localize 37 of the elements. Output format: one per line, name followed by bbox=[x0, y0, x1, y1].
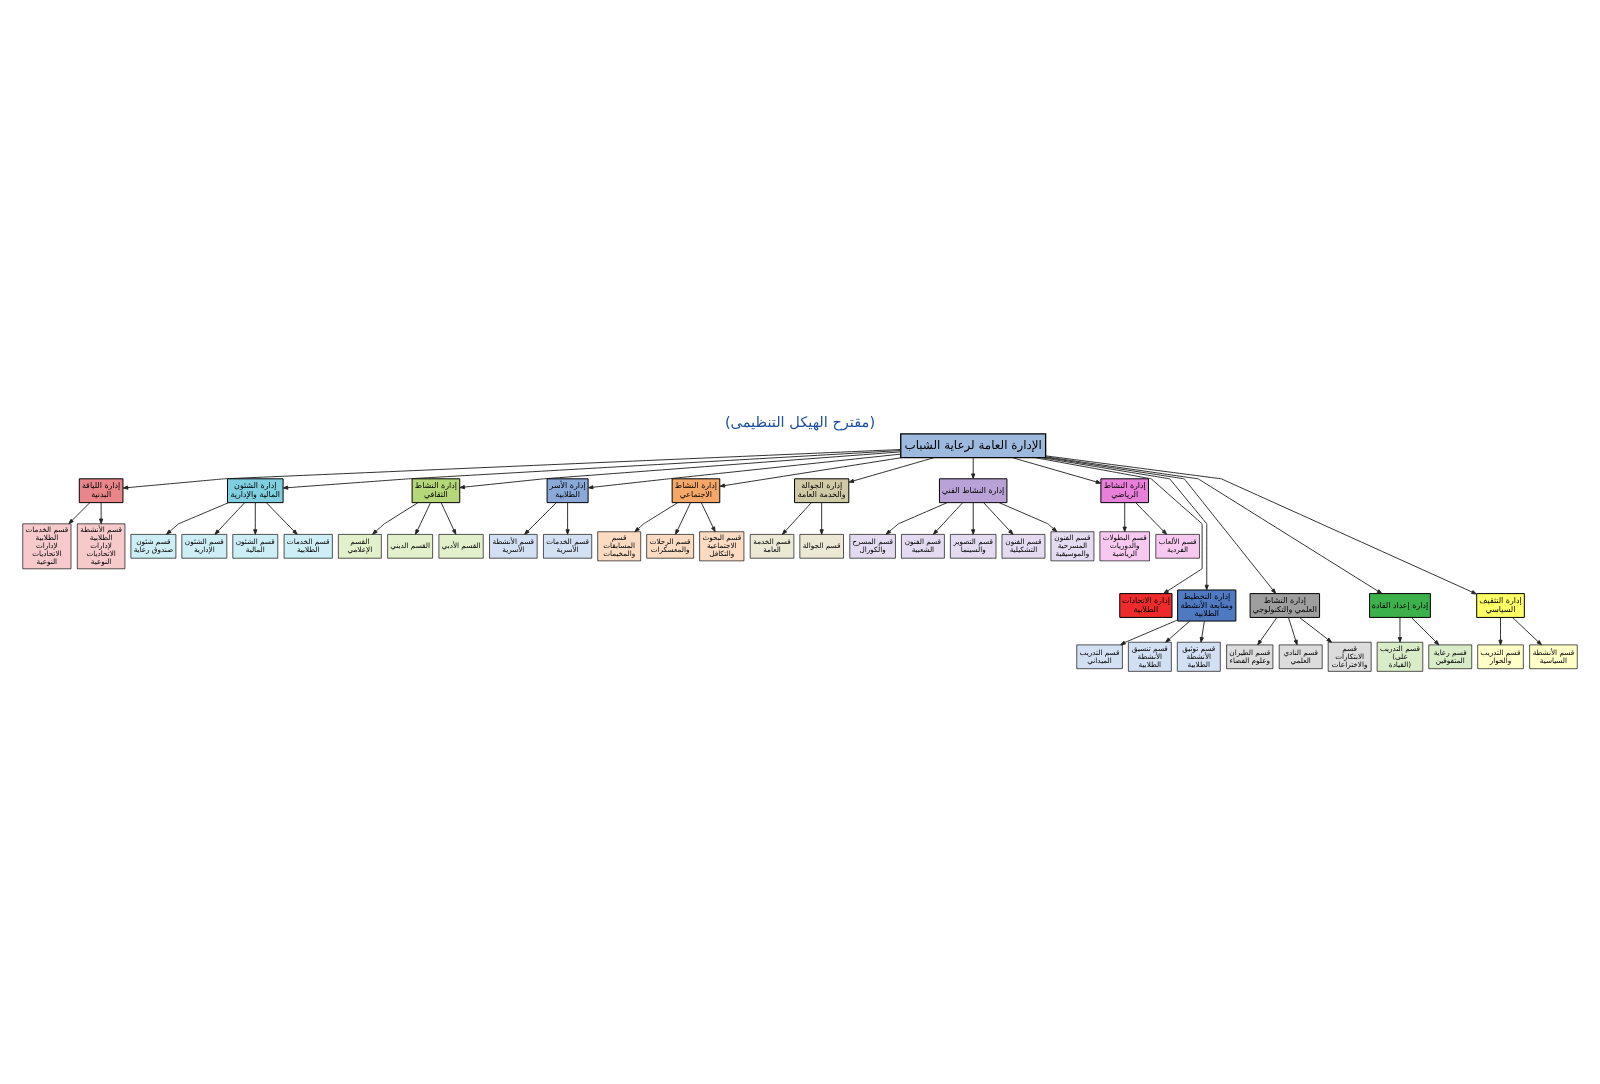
arrow bbox=[282, 450, 902, 490]
arrow bbox=[68, 502, 91, 525]
arrow bbox=[565, 502, 570, 535]
arrow bbox=[1165, 620, 1191, 643]
arrow bbox=[166, 502, 230, 535]
arrow bbox=[524, 502, 557, 535]
arrow bbox=[440, 502, 457, 535]
arrow bbox=[253, 502, 258, 535]
arrow bbox=[781, 502, 812, 535]
arrow bbox=[459, 451, 902, 490]
arrow bbox=[1257, 617, 1278, 646]
arrow bbox=[885, 502, 948, 535]
arrow bbox=[1410, 617, 1440, 646]
arrow bbox=[122, 449, 902, 490]
arrow bbox=[1287, 617, 1298, 646]
arrow bbox=[1512, 617, 1542, 646]
arrow bbox=[675, 502, 691, 535]
arrow bbox=[932, 502, 963, 535]
arrow bbox=[848, 457, 935, 483]
arrow bbox=[983, 502, 1014, 535]
arrow bbox=[266, 502, 298, 535]
arrow bbox=[1498, 617, 1503, 646]
arrow bbox=[1299, 617, 1332, 643]
arrow bbox=[1397, 617, 1403, 643]
arrow bbox=[634, 502, 679, 533]
arrow bbox=[1120, 619, 1178, 646]
arrow bbox=[819, 502, 824, 535]
arrow bbox=[719, 457, 903, 488]
arrow bbox=[971, 502, 976, 535]
arrow bbox=[415, 502, 431, 535]
arrow bbox=[1199, 620, 1205, 643]
arrow bbox=[971, 457, 976, 479]
arrow bbox=[700, 502, 716, 533]
arrow bbox=[587, 453, 902, 490]
arrow bbox=[372, 502, 419, 535]
arrow bbox=[214, 502, 245, 535]
arrow bbox=[99, 502, 104, 525]
